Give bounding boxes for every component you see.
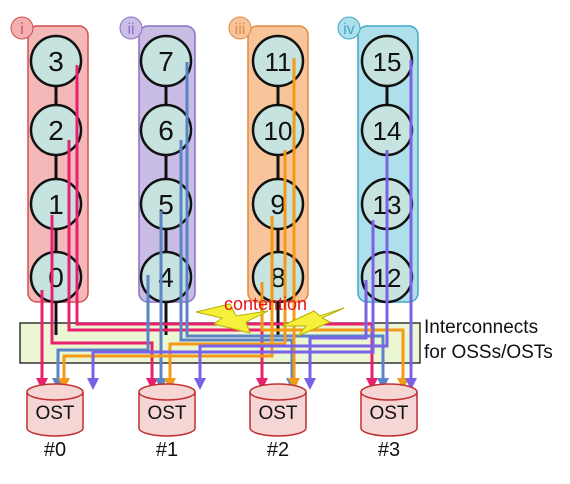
ost-label: OST <box>35 403 74 424</box>
ost-label: OST <box>369 403 408 424</box>
contention-label: contention <box>224 294 307 314</box>
ost-1: OST #1 <box>138 383 196 461</box>
ost-0: OST #0 <box>26 383 84 461</box>
contention-bolt-right <box>281 307 345 337</box>
io-path-orange <box>260 282 409 390</box>
io-path-pink <box>50 215 158 390</box>
ost-id: #1 <box>156 439 178 461</box>
ost-cylinder-top <box>360 383 418 401</box>
group-badge <box>10 16 34 40</box>
ost-cylinder-body <box>138 392 196 437</box>
process-node-label: 8 <box>270 262 286 293</box>
process-node-label: 14 <box>373 116 402 146</box>
process-node-label: 9 <box>270 189 286 220</box>
group-badge <box>119 16 143 40</box>
process-node-5 <box>139 177 193 231</box>
process-node-6 <box>139 103 193 157</box>
io-path-orange <box>58 216 274 390</box>
process-node-9 <box>251 177 305 231</box>
group-badge-label: i <box>20 21 24 38</box>
ost-cylinder-body <box>360 392 418 437</box>
process-node-7 <box>139 34 193 88</box>
process-node-label: 15 <box>373 47 402 77</box>
interconnect-label-line2: for OSSs/OSTs <box>424 342 553 363</box>
ost-label: OST <box>258 403 297 424</box>
group-badge-label: ii <box>127 21 134 38</box>
process-node-4 <box>139 250 193 304</box>
process-node-10 <box>251 103 305 157</box>
io-path-violet <box>87 220 375 390</box>
ost-cylinder-top <box>249 383 307 401</box>
process-node-label: 11 <box>265 47 292 77</box>
group-badge-label: iii <box>235 21 246 38</box>
ost-cylinder-top <box>26 383 84 401</box>
ost-cylinder-body <box>249 392 307 437</box>
process-node-label: 2 <box>48 115 64 146</box>
io-path-blue <box>179 140 298 390</box>
ost-3: OST #3 <box>360 383 418 461</box>
io-path-blue <box>52 275 150 390</box>
ost-id: #0 <box>44 439 66 461</box>
process-node-label: 10 <box>264 116 293 146</box>
io-path-violet <box>194 150 389 390</box>
process-node-label: 7 <box>158 46 174 77</box>
ost-2: OST #2 <box>249 383 307 461</box>
ost-id: #2 <box>267 439 289 461</box>
process-node-label: 3 <box>48 46 64 77</box>
process-node-3 <box>29 34 83 88</box>
process-node-label: 6 <box>158 115 174 146</box>
contention-bolt-left <box>195 303 269 334</box>
ost-id: #3 <box>378 439 400 461</box>
process-group-iii: iii 11 10 9 8 <box>228 16 309 335</box>
process-node-8 <box>251 250 305 304</box>
interconnect-label-line1: Interconnects <box>424 317 538 338</box>
process-node-11 <box>251 34 305 88</box>
group-badge <box>337 16 361 40</box>
ost-label: OST <box>147 403 186 424</box>
ost-cylinder-top <box>138 383 196 401</box>
group-badge-label: iv <box>343 21 355 38</box>
io-path-orange <box>164 150 287 390</box>
io-path-violet <box>304 280 368 390</box>
group-badge <box>228 16 252 40</box>
process-node-label: 1 <box>48 189 64 220</box>
ost-cylinder-body <box>26 392 84 437</box>
